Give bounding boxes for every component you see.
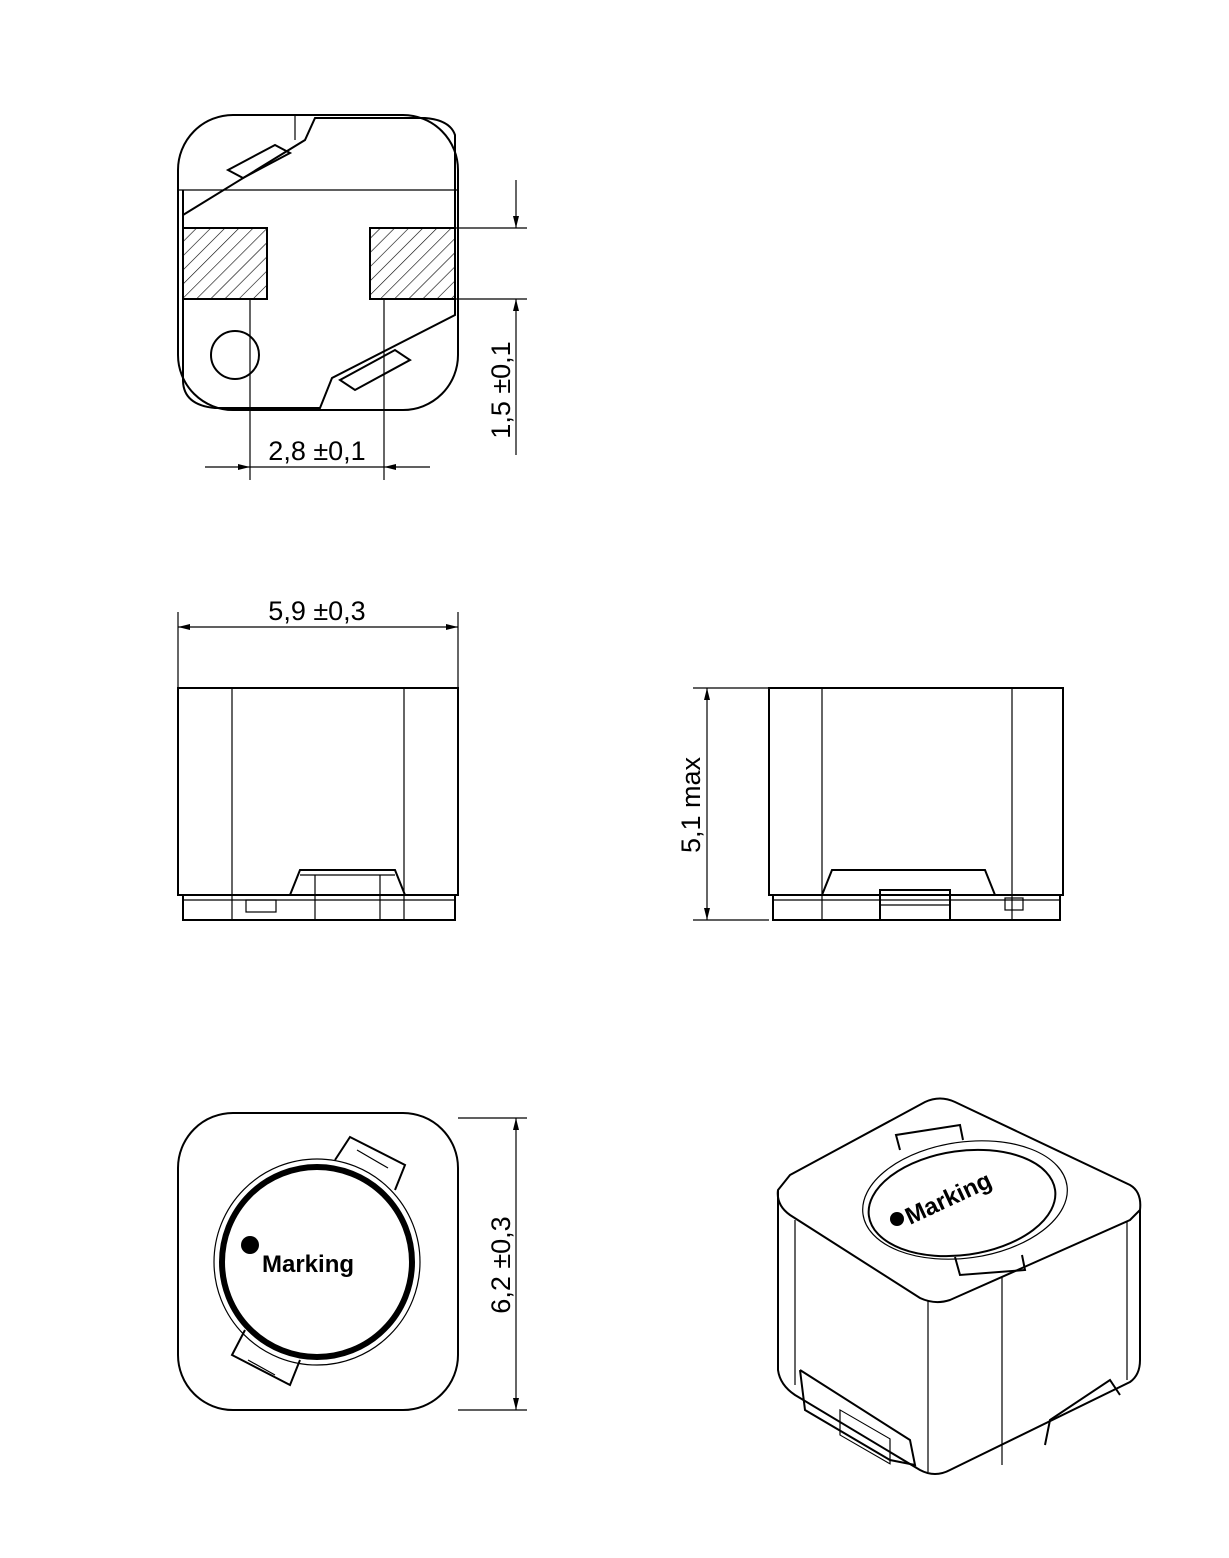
pad-right: [369, 227, 456, 300]
front-view: 5,9 ±0,3: [177, 596, 459, 921]
top-view: Marking 6,2 ±0,3: [177, 1112, 527, 1411]
dim-length: 6,2 ±0,3: [486, 1216, 516, 1313]
dim-height: 5,1 max: [676, 756, 706, 853]
bottom-view: 2,8 ±0,1 1,5 ±0,1: [177, 114, 527, 480]
pad-left: [182, 227, 268, 300]
top-view-marking-label: Marking: [262, 1251, 354, 1278]
polarity-mark: [210, 330, 260, 380]
dim-pad-spacing: 2,8 ±0,1: [268, 436, 365, 466]
isometric-view: Marking: [776, 1097, 1142, 1475]
side-view: 5,1 max: [676, 687, 1064, 921]
dim-pad-width: 1,5 ±0,1: [486, 341, 516, 438]
dim-width: 5,9 ±0,3: [268, 596, 365, 626]
iso-view-marking-label: Marking: [901, 1167, 996, 1230]
